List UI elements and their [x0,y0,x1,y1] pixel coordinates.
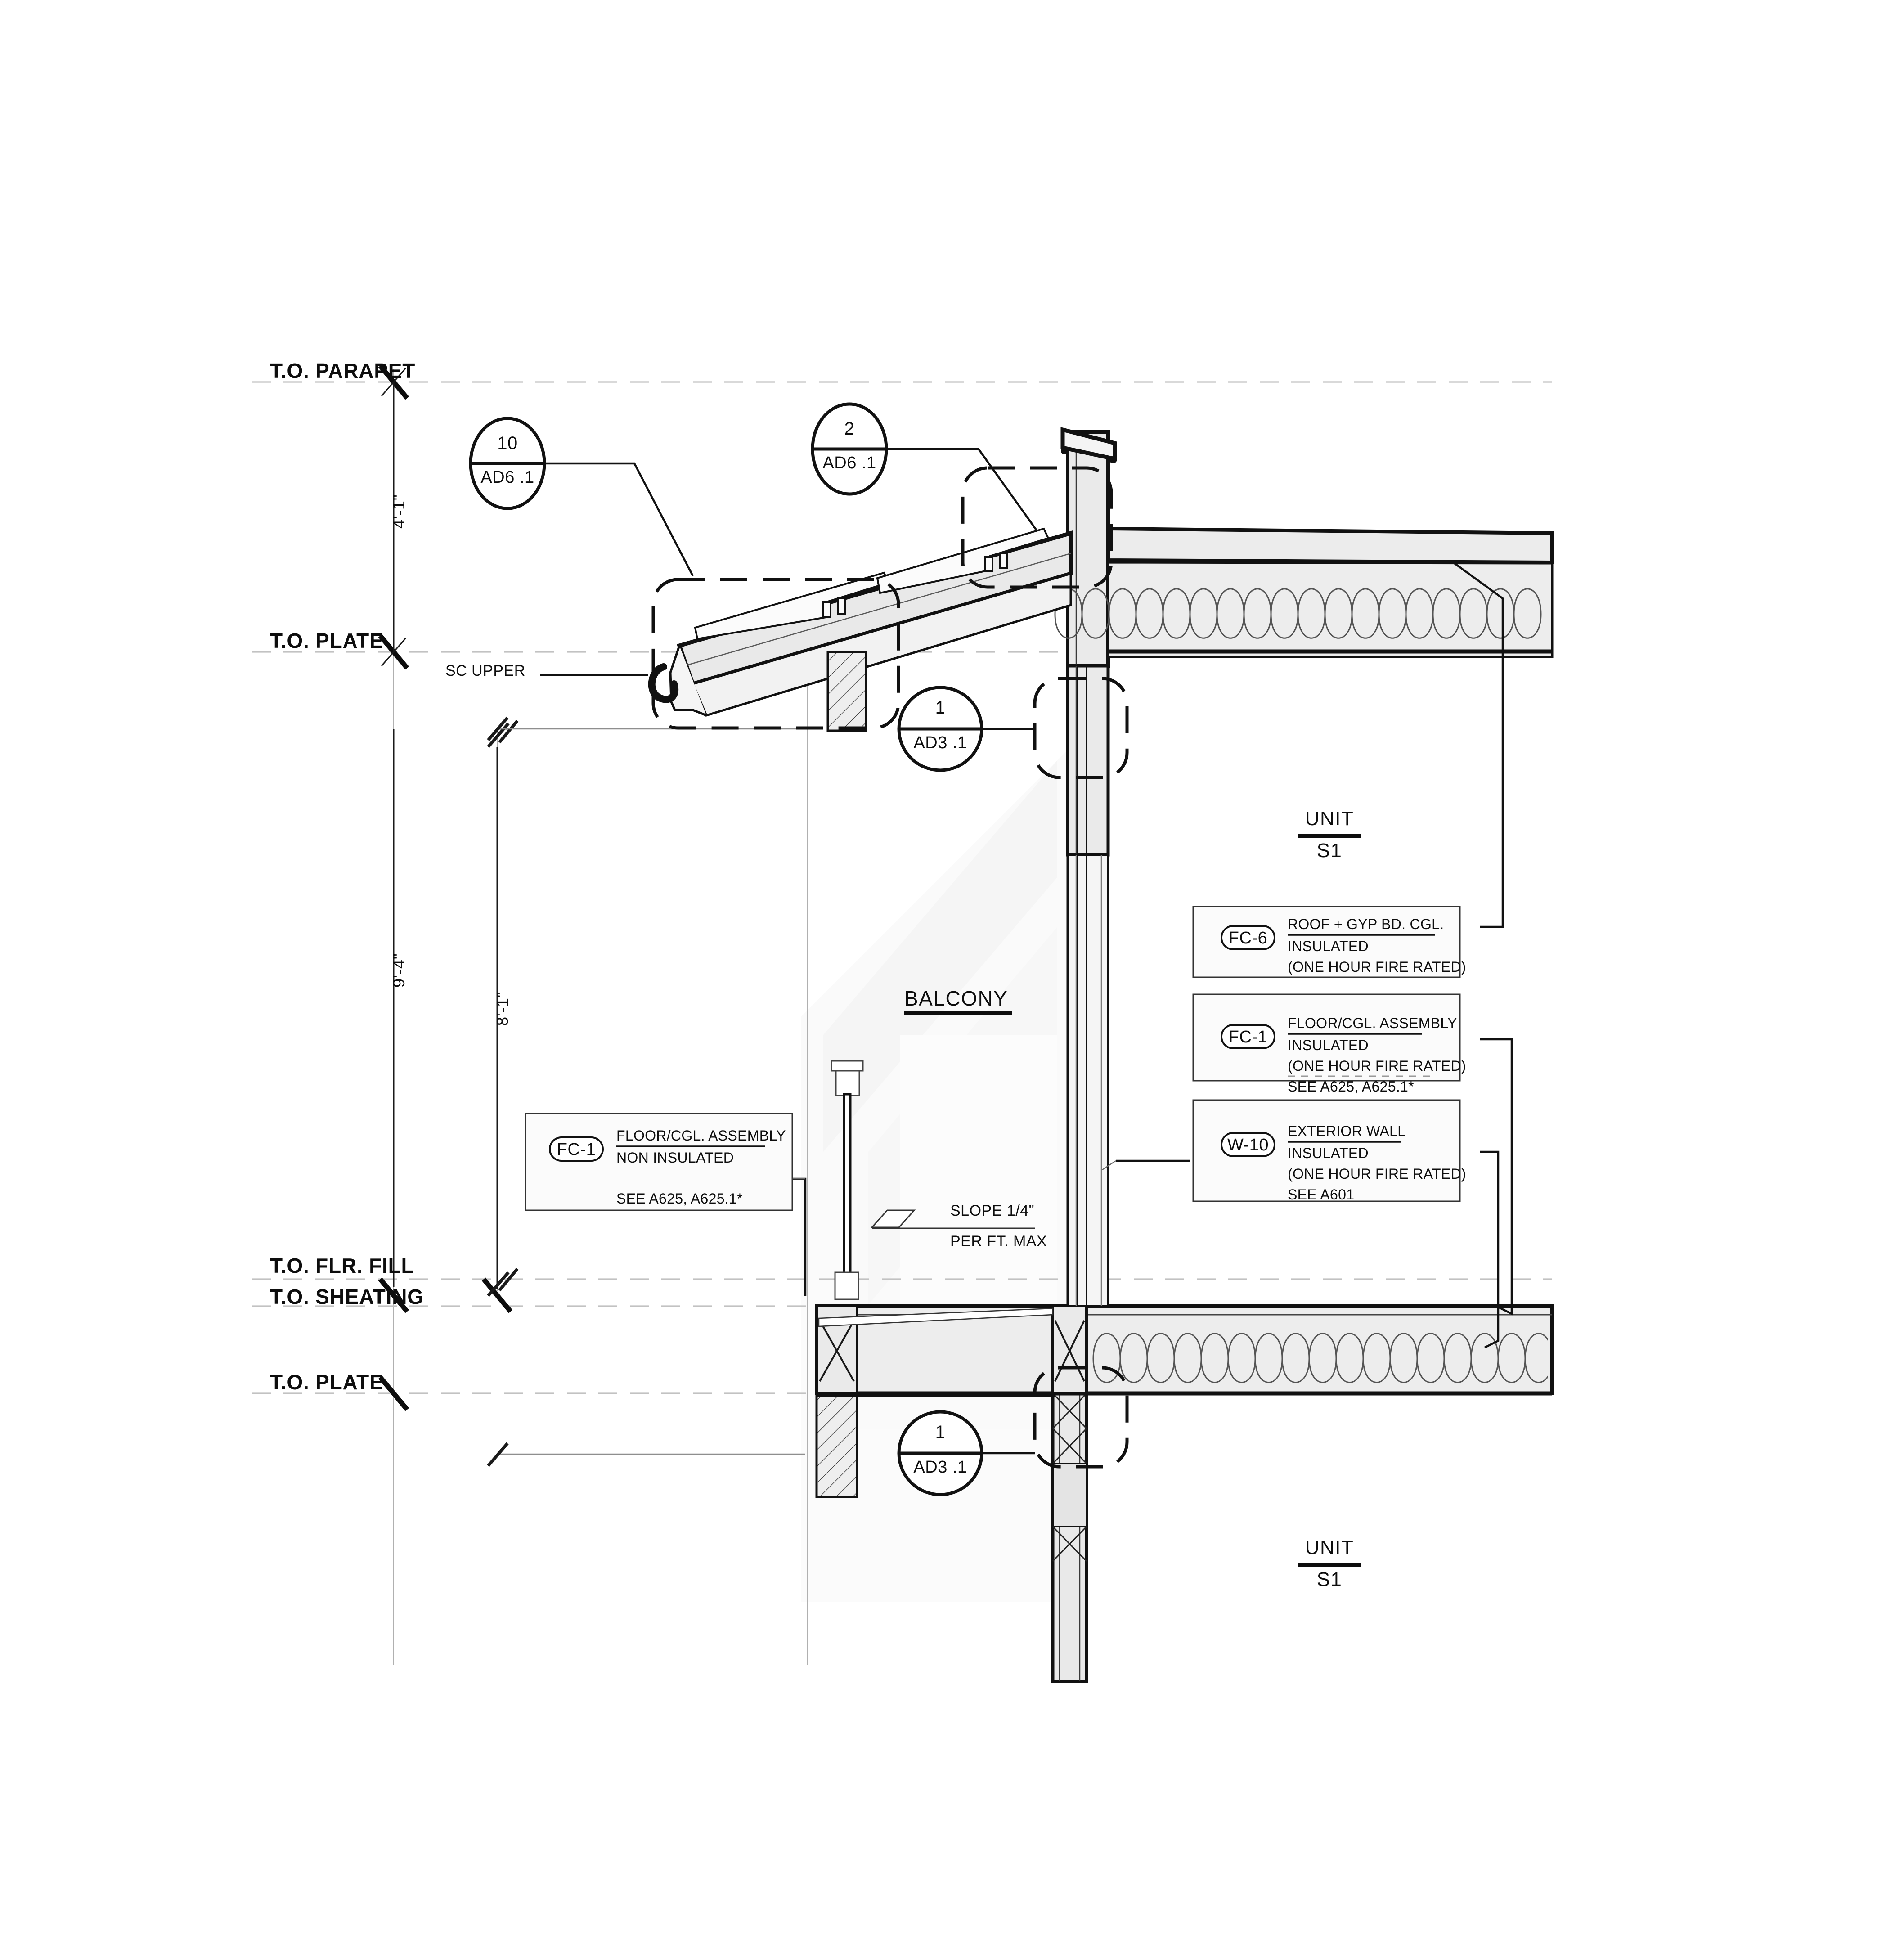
lower-floor-assembly [815,1304,1554,1396]
slope-arrow-icon [870,1209,1035,1229]
roof-assembly-right [1054,526,1554,658]
dimension-leader-slashes [487,716,509,1467]
legend-line-w-10-1: INSULATED [1288,1145,1369,1161]
legend-tag-pills [549,925,1275,1162]
legend-line-fc-1-left-3: SEE A625, A625.1* [616,1190,743,1207]
callout-number-ad3-1-lower: 1 [935,1422,946,1442]
legend-line-fc-1-right-1: INSULATED [1288,1037,1369,1053]
dimension-plate-to-flrfill: 9'-4" [390,953,408,988]
legend-tag-fc-1-right: FC-1 [1228,1028,1268,1047]
legend-line-fc-6-1: INSULATED [1288,938,1369,954]
batt-insulation-floor [1092,1333,1548,1383]
leader-lines [540,448,1513,1455]
room-label-unit-lower-line2: S1 [1316,1568,1343,1590]
lower-exterior-wall [1051,1392,1088,1683]
legend-line-fc-1-right-3: SEE A625, A625.1* [1288,1078,1414,1095]
room-label-unit-upper-line1: UNIT [1305,808,1354,830]
callout-bubble-ad6-2[interactable] [811,402,888,496]
room-label-unit-lower-line1: UNIT [1305,1536,1354,1559]
glazing-line [1077,666,1087,1306]
dimension-end-slashes [487,719,519,1297]
balcony-deck-bearing [815,1392,1055,1498]
callout-sheet-ad6-10: AD6 .1 [480,468,534,487]
legend-line-fc-6-2: (ONE HOUR FIRE RATED) [1288,959,1466,975]
level-label-to-plate-lower: T.O. PLATE [270,1370,384,1394]
level-label-to-sheating: T.O. SHEATING [270,1285,424,1308]
dimension-parapet-to-plate: 4'-1" [390,494,408,529]
legend-box-frames [525,906,1461,1211]
legend-heading-w-10: EXTERIOR WALL [1288,1123,1406,1139]
callout-bubble-ad6-10[interactable] [469,417,546,510]
sloped-eave-assembly [648,527,1073,732]
legend-line-w-10-3: SEE A601 [1288,1186,1355,1203]
dimension-leader-ticks [497,728,805,1455]
callout-sheet-ad3-1-lower: AD3 .1 [913,1458,967,1477]
legend-heading-fc-6: ROOF + GYP BD. CGL. [1288,916,1444,932]
annotation-sc-upper: SC UPPER [445,662,525,679]
room-label-balcony: BALCONY [904,987,1008,1010]
callout-sheet-ad6-2: AD6 .1 [822,454,876,472]
legend-tag-w-10: W-10 [1227,1136,1269,1154]
annotation-slope-line2: PER FT. MAX [950,1233,1047,1250]
callout-number-ad6-2: 2 [844,419,855,439]
legend-tag-fc-6: FC-6 [1228,929,1268,948]
balcony-guard-post [831,1060,864,1300]
legend-line-fc-1-right-2: (ONE HOUR FIRE RATED) [1288,1058,1466,1074]
callout-bubble-ad3-1-lower[interactable] [897,1410,983,1496]
dimension-strings [381,368,508,1289]
callout-number-ad3-1-upper: 1 [935,698,946,718]
callout-bubble-ad3-1-upper[interactable] [897,686,983,772]
callout-sheet-ad3-1-upper: AD3 .1 [913,733,967,752]
legend-heading-fc-1-right: FLOOR/CGL. ASSEMBLY [1288,1015,1457,1031]
callout-number-ad6-10: 10 [497,433,518,453]
level-label-to-flr-fill: T.O. FLR. FILL [270,1254,414,1277]
legend-line-w-10-2: (ONE HOUR FIRE RATED) [1288,1166,1466,1182]
legend-tag-fc-1-left: FC-1 [557,1140,596,1159]
room-label-unit-upper-line2: S1 [1316,840,1343,862]
legend-heading-rules [616,934,1435,1147]
legend-heading-fc-1-left: FLOOR/CGL. ASSEMBLY [616,1127,786,1144]
level-label-to-parapet: T.O. PARAPET [270,359,416,382]
annotation-slope-line1: SLOPE 1/4" [950,1202,1035,1219]
dimension-secondary-floor: 8'-1" [493,991,512,1026]
level-label-to-plate-upper: T.O. PLATE [270,629,384,652]
room-name-underlines [904,834,1361,1567]
legend-line-fc-1-left-1: NON INSULATED [616,1150,734,1166]
